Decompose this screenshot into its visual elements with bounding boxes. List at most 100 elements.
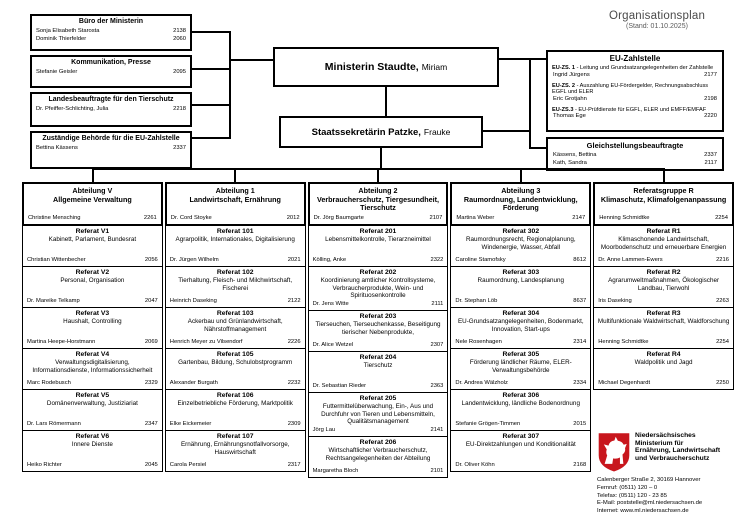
person-row: Ingrid Jürgens 2177 [552, 72, 718, 80]
unit-code: Referat 304 [502, 310, 540, 317]
unit-head-name: Dr. Jürgen Wilhelm [169, 257, 219, 264]
box-title: Gleichstellungsbeauftragte [586, 141, 684, 150]
unit-head-name: Dr. Stephan Löb [455, 298, 498, 305]
ministry-name-line: Niedersächsisches [635, 432, 696, 439]
unit-title: Ernährung, Ernährungsnotfallvorsorge, Ha… [180, 441, 290, 456]
department-head-name: Dr. Jörg Baumgarte [313, 215, 364, 222]
state-secretary-name: Staatssekretärin Patzke, [311, 126, 421, 138]
unit-code: Referat V1 [75, 228, 110, 235]
unit-head-name: Dr. Alice Wetzel [312, 342, 354, 349]
person-row: Thomas Ege 2220 [552, 113, 718, 121]
unit-code: Referat 205 [359, 395, 397, 402]
unit-code: Referat 106 [216, 392, 254, 399]
unit-head-phone: 2216 [716, 257, 729, 264]
unit-head-phone: 2314 [573, 339, 587, 346]
unit-head-name: Marc Rodebusch [27, 380, 71, 387]
connector [192, 68, 231, 70]
minister-name: Ministerin Staudte, [324, 61, 419, 73]
unit-code: Referat 201 [359, 228, 397, 235]
connector [229, 31, 231, 139]
unit-head-phone: 2122 [287, 298, 301, 305]
department-code: Abteilung 1 [215, 186, 255, 195]
person-row: Kath, Sandra 2117 [552, 160, 718, 168]
unit-head-phone: 2101 [430, 468, 444, 475]
unit-title: Haushalt, Controlling [63, 318, 122, 326]
person-row: Bettina Kässens 2337 [35, 145, 187, 153]
unit-code: Referat V5 [75, 392, 110, 399]
department-title: Raumordnung, Landentwicklung, Förderung [463, 194, 578, 213]
unit-title: Raumordnung, Landesplanung [477, 277, 565, 285]
person-phone: 2117 [704, 159, 717, 166]
unit-head-name: Jörg Lau [312, 427, 336, 434]
contact-phone: Fernruf: (0511) 120 – 0 [597, 484, 658, 491]
unit-title: Tierschutz [363, 362, 393, 370]
unit-code: Referat V3 [75, 310, 110, 317]
department-head-name: Dr. Cord Stoyke [170, 215, 212, 222]
eu-zs-label: EU-ZS. 2 [552, 82, 576, 89]
unit-code: Referat 102 [216, 269, 254, 276]
person-phone: 2198 [704, 95, 717, 102]
unit-head-name: Dr. Oliver Köhn [455, 462, 495, 469]
unit-title: Klimaschonende Landwirtschaft, Moorboden… [600, 236, 727, 251]
unit-head-name: Nele Rosenhagen [455, 339, 502, 346]
box-kommunikation-presse: Kommunikation, Presse Stefanie Geisler 2… [30, 55, 192, 88]
box-gleichstellungsbeauftragte: Gleichstellungsbeauftragte Kässens, Bett… [546, 137, 724, 171]
unit-code: Referat 204 [359, 354, 397, 361]
unit-head-phone: 2232 [287, 380, 301, 387]
unit-head-name: Dr. Sebastian Rieder [312, 383, 367, 390]
department-head-phone: 2107 [429, 215, 443, 222]
person-phone: 2138 [173, 28, 186, 35]
unit-head-name: Dr. Lars Römermann [27, 421, 81, 428]
unit-title: Innere Dienste [71, 441, 113, 449]
unit-code: Referat R2 [646, 269, 681, 276]
ministry-name-line: Ernährung, Landwirtschaft [635, 447, 721, 454]
unit-code: Referat 303 [502, 269, 540, 276]
ministry-name: Niedersächsisches Ministerium für Ernähr… [635, 431, 720, 462]
connector [497, 58, 547, 60]
unit-title: Gartenbau, Bildung, Schulobstprogramm [178, 359, 293, 367]
unit-title: Landentwicklung, ländliche Bodenordnung [461, 400, 580, 408]
document-title: Organisationsplan (Stand: 01.10.2025) [592, 10, 722, 30]
person-name: Bettina Kässens [36, 145, 78, 152]
unit-head-phone: 2309 [287, 421, 301, 428]
person-row: Dr. Pfeiffer-Schlichting, Julia 2218 [35, 106, 187, 114]
state-secretary-firstname: Frauke [423, 127, 451, 137]
unit-title: EU-Direktzahlungen und Konditionalität [465, 441, 576, 449]
unit-code: Referat 107 [216, 433, 254, 440]
person-row: Dominik Thierfelder 2060 [35, 36, 187, 44]
unit-code: Referat R4 [646, 351, 681, 358]
unit-head-phone: 8637 [573, 298, 587, 305]
page-title-date: (Stand: 01.10.2025) [626, 23, 688, 30]
unit-head-row: Nele Rosenhagen 2314 [454, 337, 587, 347]
unit-head-name: Iris Daseking [598, 298, 632, 305]
ministry-contact: Calenberger Straße 2, 30169 Hannover Fer… [597, 477, 735, 516]
contact-address: Calenberger Straße 2, 30169 Hannover [597, 477, 701, 483]
unit-head-name: Caroline Stamofsky [455, 257, 506, 264]
unit-code: Referat R1 [646, 228, 681, 235]
contact-email: E-Mail: poststelle@ml.niedersachsen.de [597, 500, 703, 507]
